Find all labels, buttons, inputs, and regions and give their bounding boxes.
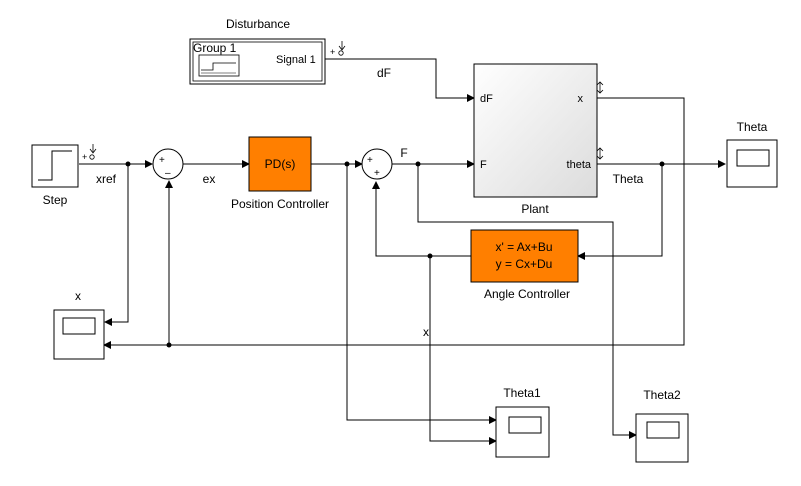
sum-block-2[interactable]: + + xyxy=(361,148,393,180)
scope-theta-label: Theta xyxy=(737,120,768,134)
wire-angle-to-theta1[interactable] xyxy=(429,256,497,445)
signal-label-xref: xref xyxy=(96,172,117,186)
plant-label: Plant xyxy=(521,202,549,216)
step-label: Step xyxy=(43,193,68,207)
scope-theta1-label: Theta1 xyxy=(503,386,541,400)
sum1-sign-bottom: – xyxy=(165,168,171,179)
angle-label: Angle Controller xyxy=(484,287,570,301)
scope-theta1[interactable] xyxy=(495,406,550,458)
test-point-icon[interactable]: + xyxy=(82,144,97,162)
plant-port-theta: theta xyxy=(567,159,592,171)
wire-angle-to-sum2[interactable] xyxy=(372,181,471,257)
wire-theta-to-angle[interactable] xyxy=(577,164,663,260)
sum2-sign-bottom: + xyxy=(374,168,380,179)
disturbance-block[interactable]: Group 1 Signal 1 xyxy=(189,38,326,85)
signal-label-theta: Theta xyxy=(613,172,644,186)
pd-text: PD(s) xyxy=(265,157,296,171)
sum2-sign-top: + xyxy=(367,155,373,166)
wire-F-to-theta2[interactable] xyxy=(417,164,637,439)
group-label: Group 1 xyxy=(193,41,237,55)
test-point-icon[interactable] xyxy=(596,147,604,160)
step-block[interactable] xyxy=(31,144,79,188)
plant-port-F: F xyxy=(480,159,487,171)
scope-icon xyxy=(508,416,542,434)
angle-controller-block[interactable]: x' = Ax+Bu y = Cx+Du xyxy=(470,229,579,283)
signal-label-dF: dF xyxy=(377,66,391,80)
scope-theta2-label: Theta2 xyxy=(643,388,681,402)
branch-points xyxy=(125,161,665,348)
scope-x-label: x xyxy=(75,289,81,303)
wires xyxy=(79,58,726,445)
svg-text:+: + xyxy=(330,47,335,57)
scope-icon xyxy=(62,317,96,335)
wire-pd-to-theta1[interactable] xyxy=(346,164,497,424)
disturbance-title: Disturbance xyxy=(226,17,290,31)
scope-theta2[interactable] xyxy=(635,413,689,463)
signal-label-ex: ex xyxy=(203,172,216,186)
svg-text:+: + xyxy=(82,152,87,162)
angle-line1: x' = Ax+Bu xyxy=(496,240,553,254)
sum1-sign-top: + xyxy=(159,155,165,166)
scope-icon xyxy=(646,421,680,439)
wire-xref-to-scope[interactable] xyxy=(104,164,129,326)
signal-builder-icon xyxy=(198,54,240,77)
sum-block-1[interactable]: + – xyxy=(152,148,184,180)
wire-x-feedback[interactable] xyxy=(103,97,685,349)
step-icon xyxy=(38,150,72,181)
signal-label: Signal 1 xyxy=(276,54,316,66)
plant-port-x: x xyxy=(578,93,584,105)
plant-block[interactable]: dF F x theta xyxy=(473,63,598,198)
scope-x[interactable] xyxy=(53,309,105,360)
angle-line2: y = Cx+Du xyxy=(496,257,553,271)
test-point-icon[interactable] xyxy=(596,81,604,94)
pd-label: Position Controller xyxy=(231,197,329,211)
signal-label-F: F xyxy=(400,146,407,160)
pd-controller-block[interactable]: PD(s) xyxy=(248,136,312,192)
scope-icon xyxy=(736,149,770,167)
plant-port-dF: dF xyxy=(480,93,493,105)
test-point-icon[interactable]: + xyxy=(330,41,346,57)
signal-label-x: x xyxy=(423,325,429,339)
wire-dF[interactable] xyxy=(325,58,475,102)
scope-theta[interactable] xyxy=(726,139,778,188)
